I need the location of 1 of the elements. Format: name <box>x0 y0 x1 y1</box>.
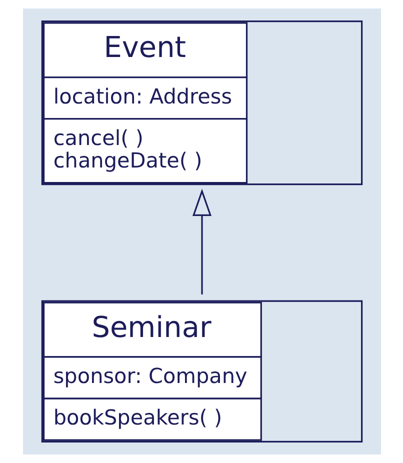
arrow <box>192 188 212 294</box>
